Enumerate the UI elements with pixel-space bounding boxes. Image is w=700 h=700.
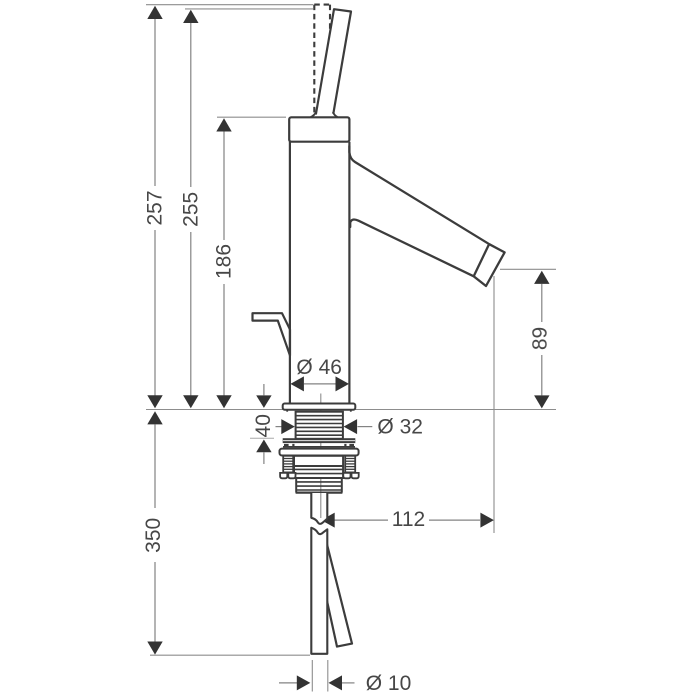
- svg-text:112: 112: [392, 508, 425, 531]
- svg-text:255: 255: [179, 192, 202, 227]
- svg-text:257: 257: [143, 190, 166, 225]
- svg-text:Ø 32: Ø 32: [377, 416, 423, 439]
- svg-text:Ø 46: Ø 46: [296, 356, 342, 379]
- svg-text:186: 186: [212, 244, 235, 279]
- svg-text:89: 89: [529, 327, 552, 350]
- svg-text:40: 40: [252, 414, 275, 437]
- svg-text:Ø 10: Ø 10: [366, 672, 412, 695]
- svg-text:350: 350: [142, 518, 165, 553]
